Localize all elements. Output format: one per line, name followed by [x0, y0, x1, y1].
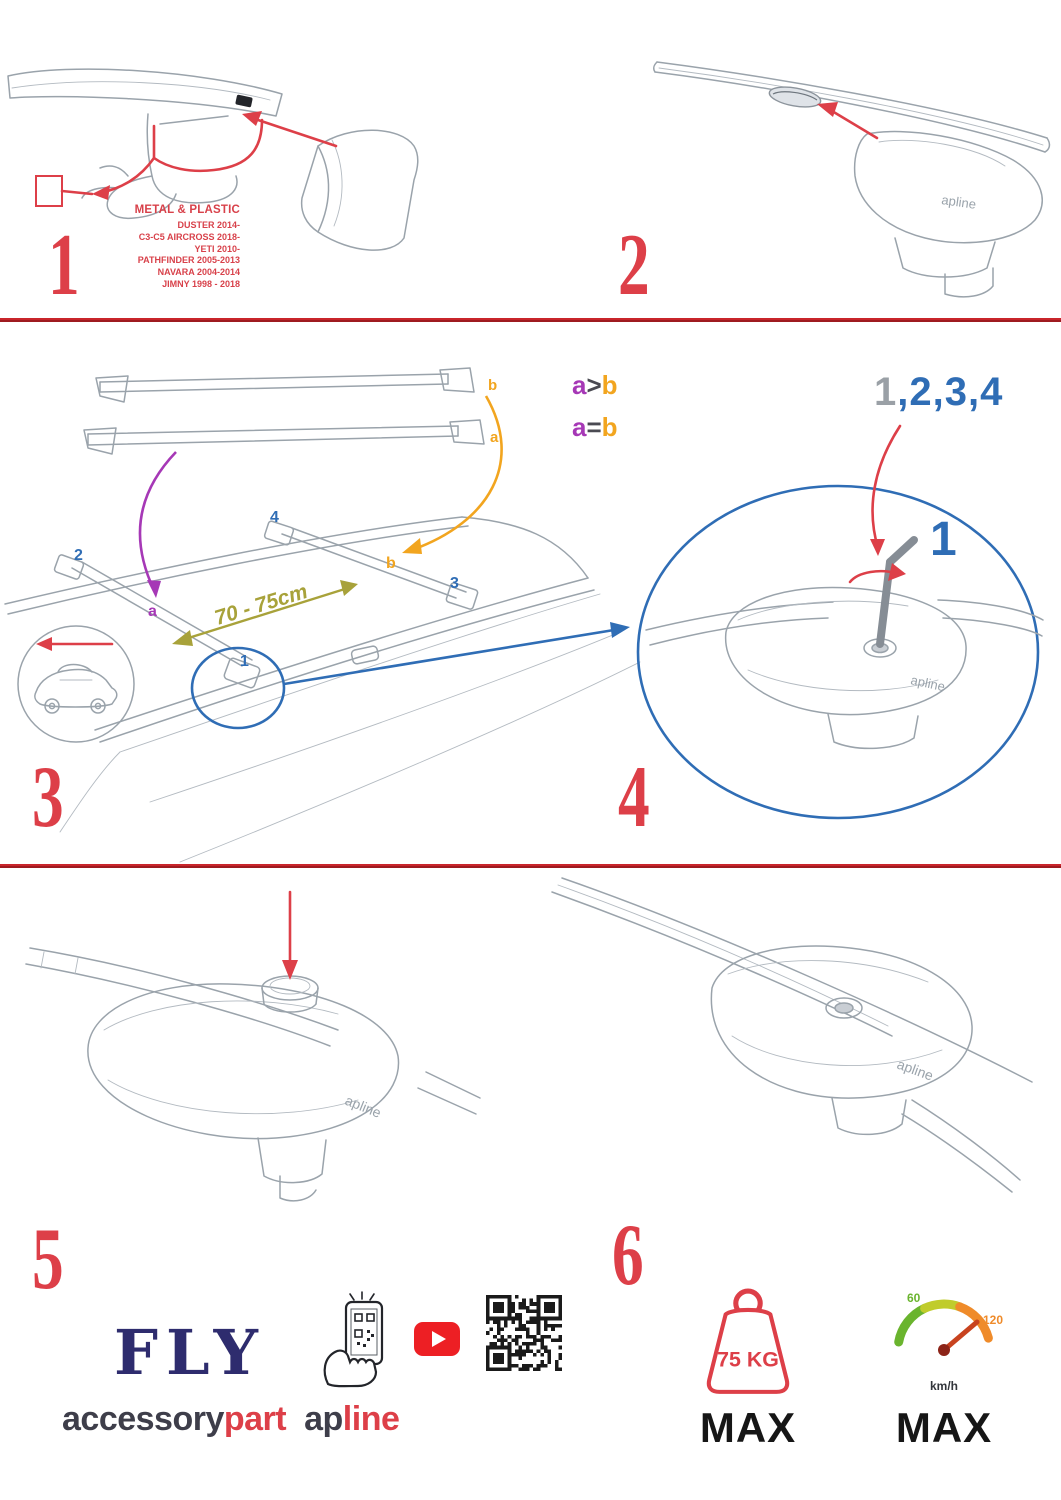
- bar-a-label: a: [490, 429, 499, 446]
- foot-body: [710, 945, 973, 1136]
- foot-body: [87, 983, 400, 1202]
- step-sequence-label: 1,2,3,4: [874, 370, 1004, 414]
- weight-limit-icon: 75 KG: [706, 1288, 790, 1394]
- model-item: C3-C5 AIRCROSS 2018-: [138, 231, 240, 242]
- step5-knob-drawing: apline: [25, 890, 481, 1202]
- allen-key: [876, 536, 918, 648]
- tightening-knob: [261, 975, 319, 1013]
- foot-logo-text: apline: [941, 192, 977, 212]
- step1-red-arrows: [35, 111, 338, 207]
- foot-logo-text: apline: [343, 1092, 384, 1121]
- step3-roof-layout-drawing: b a 2 4: [4, 367, 641, 863]
- foot-logo-text: apline: [909, 672, 946, 694]
- step-number-6: 6: [612, 1207, 644, 1304]
- car-roof-outline: [4, 516, 641, 863]
- detail-position-number: 1: [930, 513, 957, 566]
- model-item: YETI 2010-: [194, 243, 240, 254]
- model-item: NAVARA 2004-2014: [157, 267, 240, 278]
- car-inset: [17, 625, 135, 743]
- step-number-5: 5: [32, 1211, 64, 1308]
- crossbar-a: [83, 419, 485, 455]
- sequence-arrow: [870, 424, 902, 556]
- mounted-crossbars: [53, 520, 479, 689]
- roof-label-a: a: [148, 603, 157, 620]
- speed-low-label: 60: [907, 1291, 921, 1305]
- step-number-3: 3: [32, 749, 64, 846]
- roof-label-b: b: [386, 555, 396, 572]
- brand-logos: accessorypart apline: [62, 1400, 400, 1439]
- model-item: PATHFINDER 2005-2013: [137, 255, 240, 266]
- bar-brand-label: [235, 94, 253, 108]
- bar-slot-hole: [768, 86, 822, 108]
- foot-detail: [725, 586, 967, 750]
- crossbar-profile: [7, 68, 283, 117]
- roof-label-4: 4: [270, 509, 279, 526]
- apline-logo: apline: [304, 1400, 400, 1438]
- plastic-cover-piece: [300, 129, 419, 251]
- roof-label-3: 3: [450, 575, 459, 592]
- speed-high-label: 120: [983, 1313, 1003, 1327]
- crossbar-b: [95, 367, 475, 403]
- step-number-2: 2: [618, 217, 650, 314]
- roof-position-labels: 2 4 b 3 a 1: [74, 509, 459, 670]
- foot-logo-text: apline: [895, 1056, 936, 1084]
- rail-lines: [25, 947, 481, 1115]
- match-curves: [138, 395, 503, 598]
- clamp-body: [81, 113, 238, 220]
- model-item: JIMNY 1998 - 2018: [162, 278, 240, 289]
- qr-code: [486, 1295, 562, 1371]
- step2-bar-end-drawing: apline: [652, 61, 1051, 298]
- needle: [941, 1319, 980, 1353]
- step4-detail-drawing: apline: [636, 424, 1044, 820]
- hand-shape: [323, 1349, 378, 1388]
- rail-lines: [551, 877, 1033, 1193]
- model-item: DUSTER 2014-: [177, 220, 240, 230]
- phone-scan-icon: [323, 1291, 384, 1388]
- step-number-4: 4: [618, 749, 650, 846]
- rule-a-eq-b: a=b: [572, 412, 618, 442]
- roof-label-2: 2: [74, 547, 83, 564]
- press-arrow: [282, 890, 298, 980]
- speed-max-label: MAX: [895, 1404, 993, 1451]
- product-name: FLY: [114, 1316, 266, 1389]
- step1-compatibility-text: METAL & PLASTIC DUSTER 2014- C3-C5 AIRCR…: [95, 204, 240, 291]
- step-number-1: 1: [48, 217, 80, 314]
- bar-b-label: b: [488, 377, 497, 394]
- step2-red-arrow: [817, 102, 879, 140]
- material-label: METAL & PLASTIC: [134, 204, 240, 216]
- youtube-play-icon: [414, 1322, 460, 1356]
- speed-unit-label: km/h: [930, 1379, 958, 1393]
- roof-label-1: 1: [240, 653, 249, 670]
- weight-max-label: MAX: [699, 1404, 797, 1451]
- speedometer-icon: 60 120 km/h: [894, 1291, 1003, 1393]
- foot-assembly: [853, 130, 1043, 298]
- rail-lines: [645, 599, 1044, 646]
- bar-edge-view: [652, 61, 1051, 153]
- step6-mounted-drawing: apline: [551, 877, 1033, 1193]
- accessorypart-logo: accessorypart: [62, 1400, 287, 1438]
- distance-arrow: [172, 580, 358, 646]
- section-divider: [0, 864, 1061, 868]
- zoom-circle: [636, 484, 1040, 820]
- sizing-rules: a>b a=b: [572, 364, 618, 448]
- section-divider: [0, 318, 1061, 322]
- weight-value: 75 KG: [717, 1347, 779, 1371]
- rotate-arrow: [848, 563, 906, 584]
- detail-callout: [190, 622, 630, 730]
- rule-a-gt-b: a>b: [572, 370, 618, 400]
- step1-clamp-drawing: [7, 68, 419, 251]
